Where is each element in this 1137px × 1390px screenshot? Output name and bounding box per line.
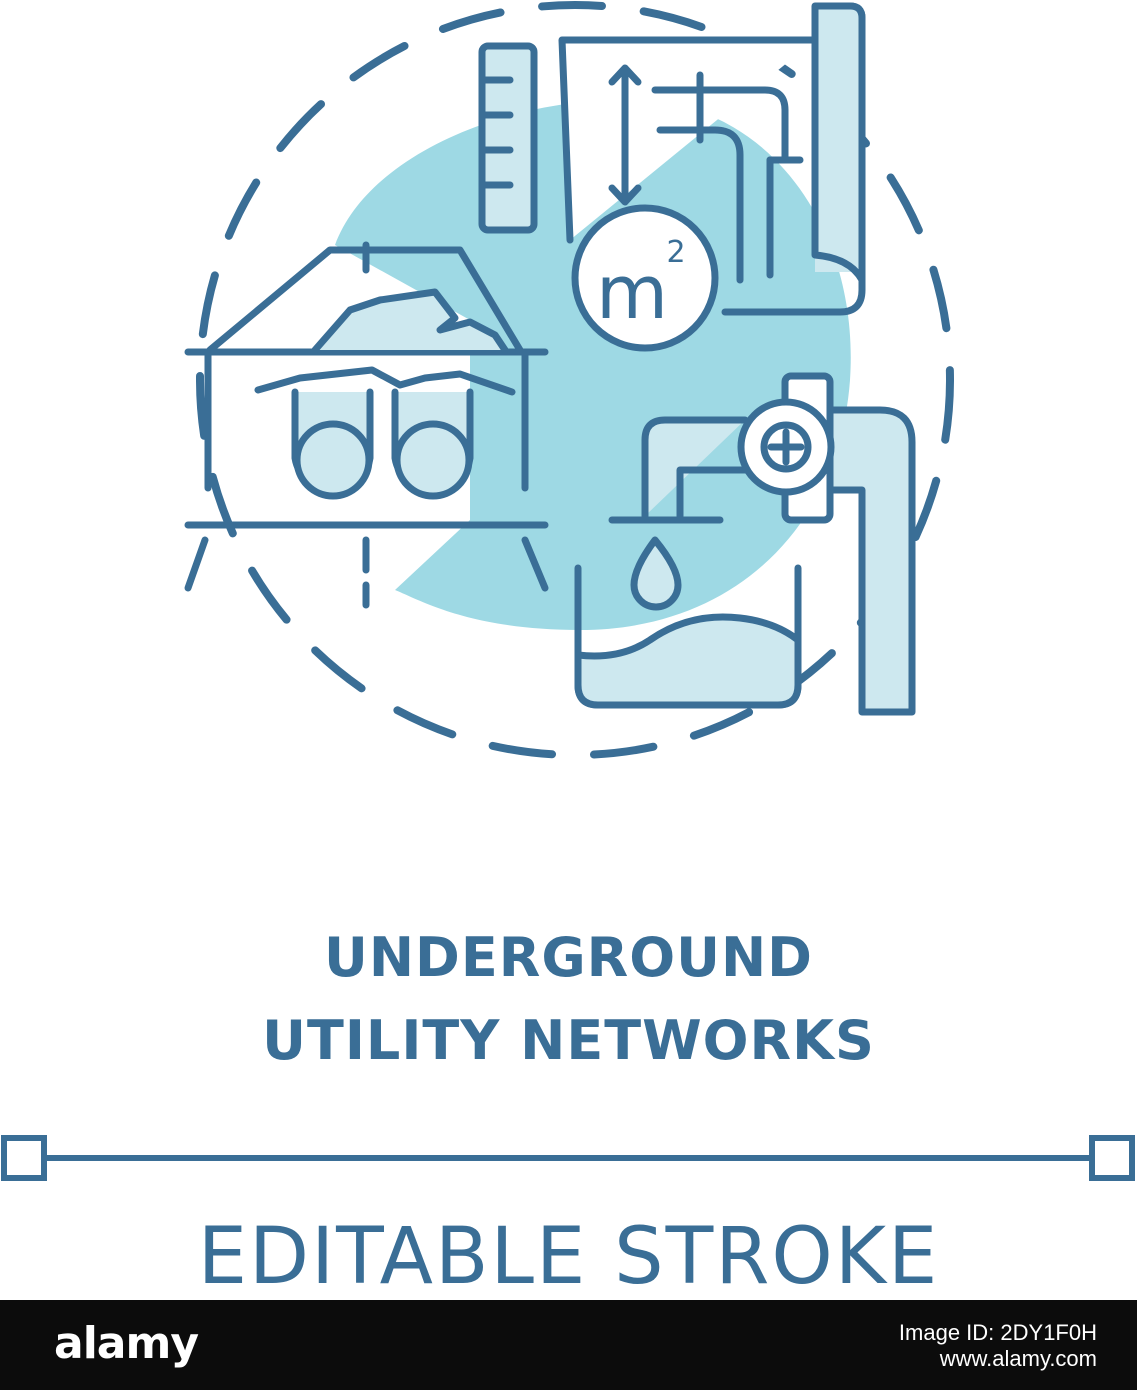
underground-utility-networks-icon: m 2 [184, 1, 954, 759]
unit-label: m [596, 250, 668, 336]
water-drop-icon [630, 536, 682, 611]
icon-canvas: m 2 [184, 1, 954, 759]
background-blob [335, 99, 851, 630]
title-line-2: UTILITY NETWORKS [262, 1009, 875, 1072]
image-id: Image ID: 2DY1F0H [898, 1320, 1097, 1345]
pipe-lines [651, 86, 789, 164]
ruler-icon [478, 42, 538, 234]
right-anchor-handle [1089, 1135, 1135, 1181]
underground-section-icon [206, 246, 524, 354]
area-unit-icon [571, 204, 719, 352]
alamy-logo: alamy [54, 1318, 199, 1369]
footer-bar: alamy Image ID: 2DY1F0H www.alamy.com [0, 1300, 1137, 1390]
site-url: www.alamy.com [939, 1346, 1097, 1371]
dashed-circle [196, 1, 954, 759]
title-line-1: UNDERGROUND [323, 926, 813, 989]
footer-info: Image ID: 2DY1F0H www.alamy.com [899, 1320, 1097, 1372]
left-anchor-handle [1, 1135, 47, 1181]
stroke-handle-line [0, 1134, 1137, 1184]
unit-exponent: 2 [666, 235, 685, 270]
editable-stroke-caption: EDITABLE STROKE [197, 1212, 940, 1302]
